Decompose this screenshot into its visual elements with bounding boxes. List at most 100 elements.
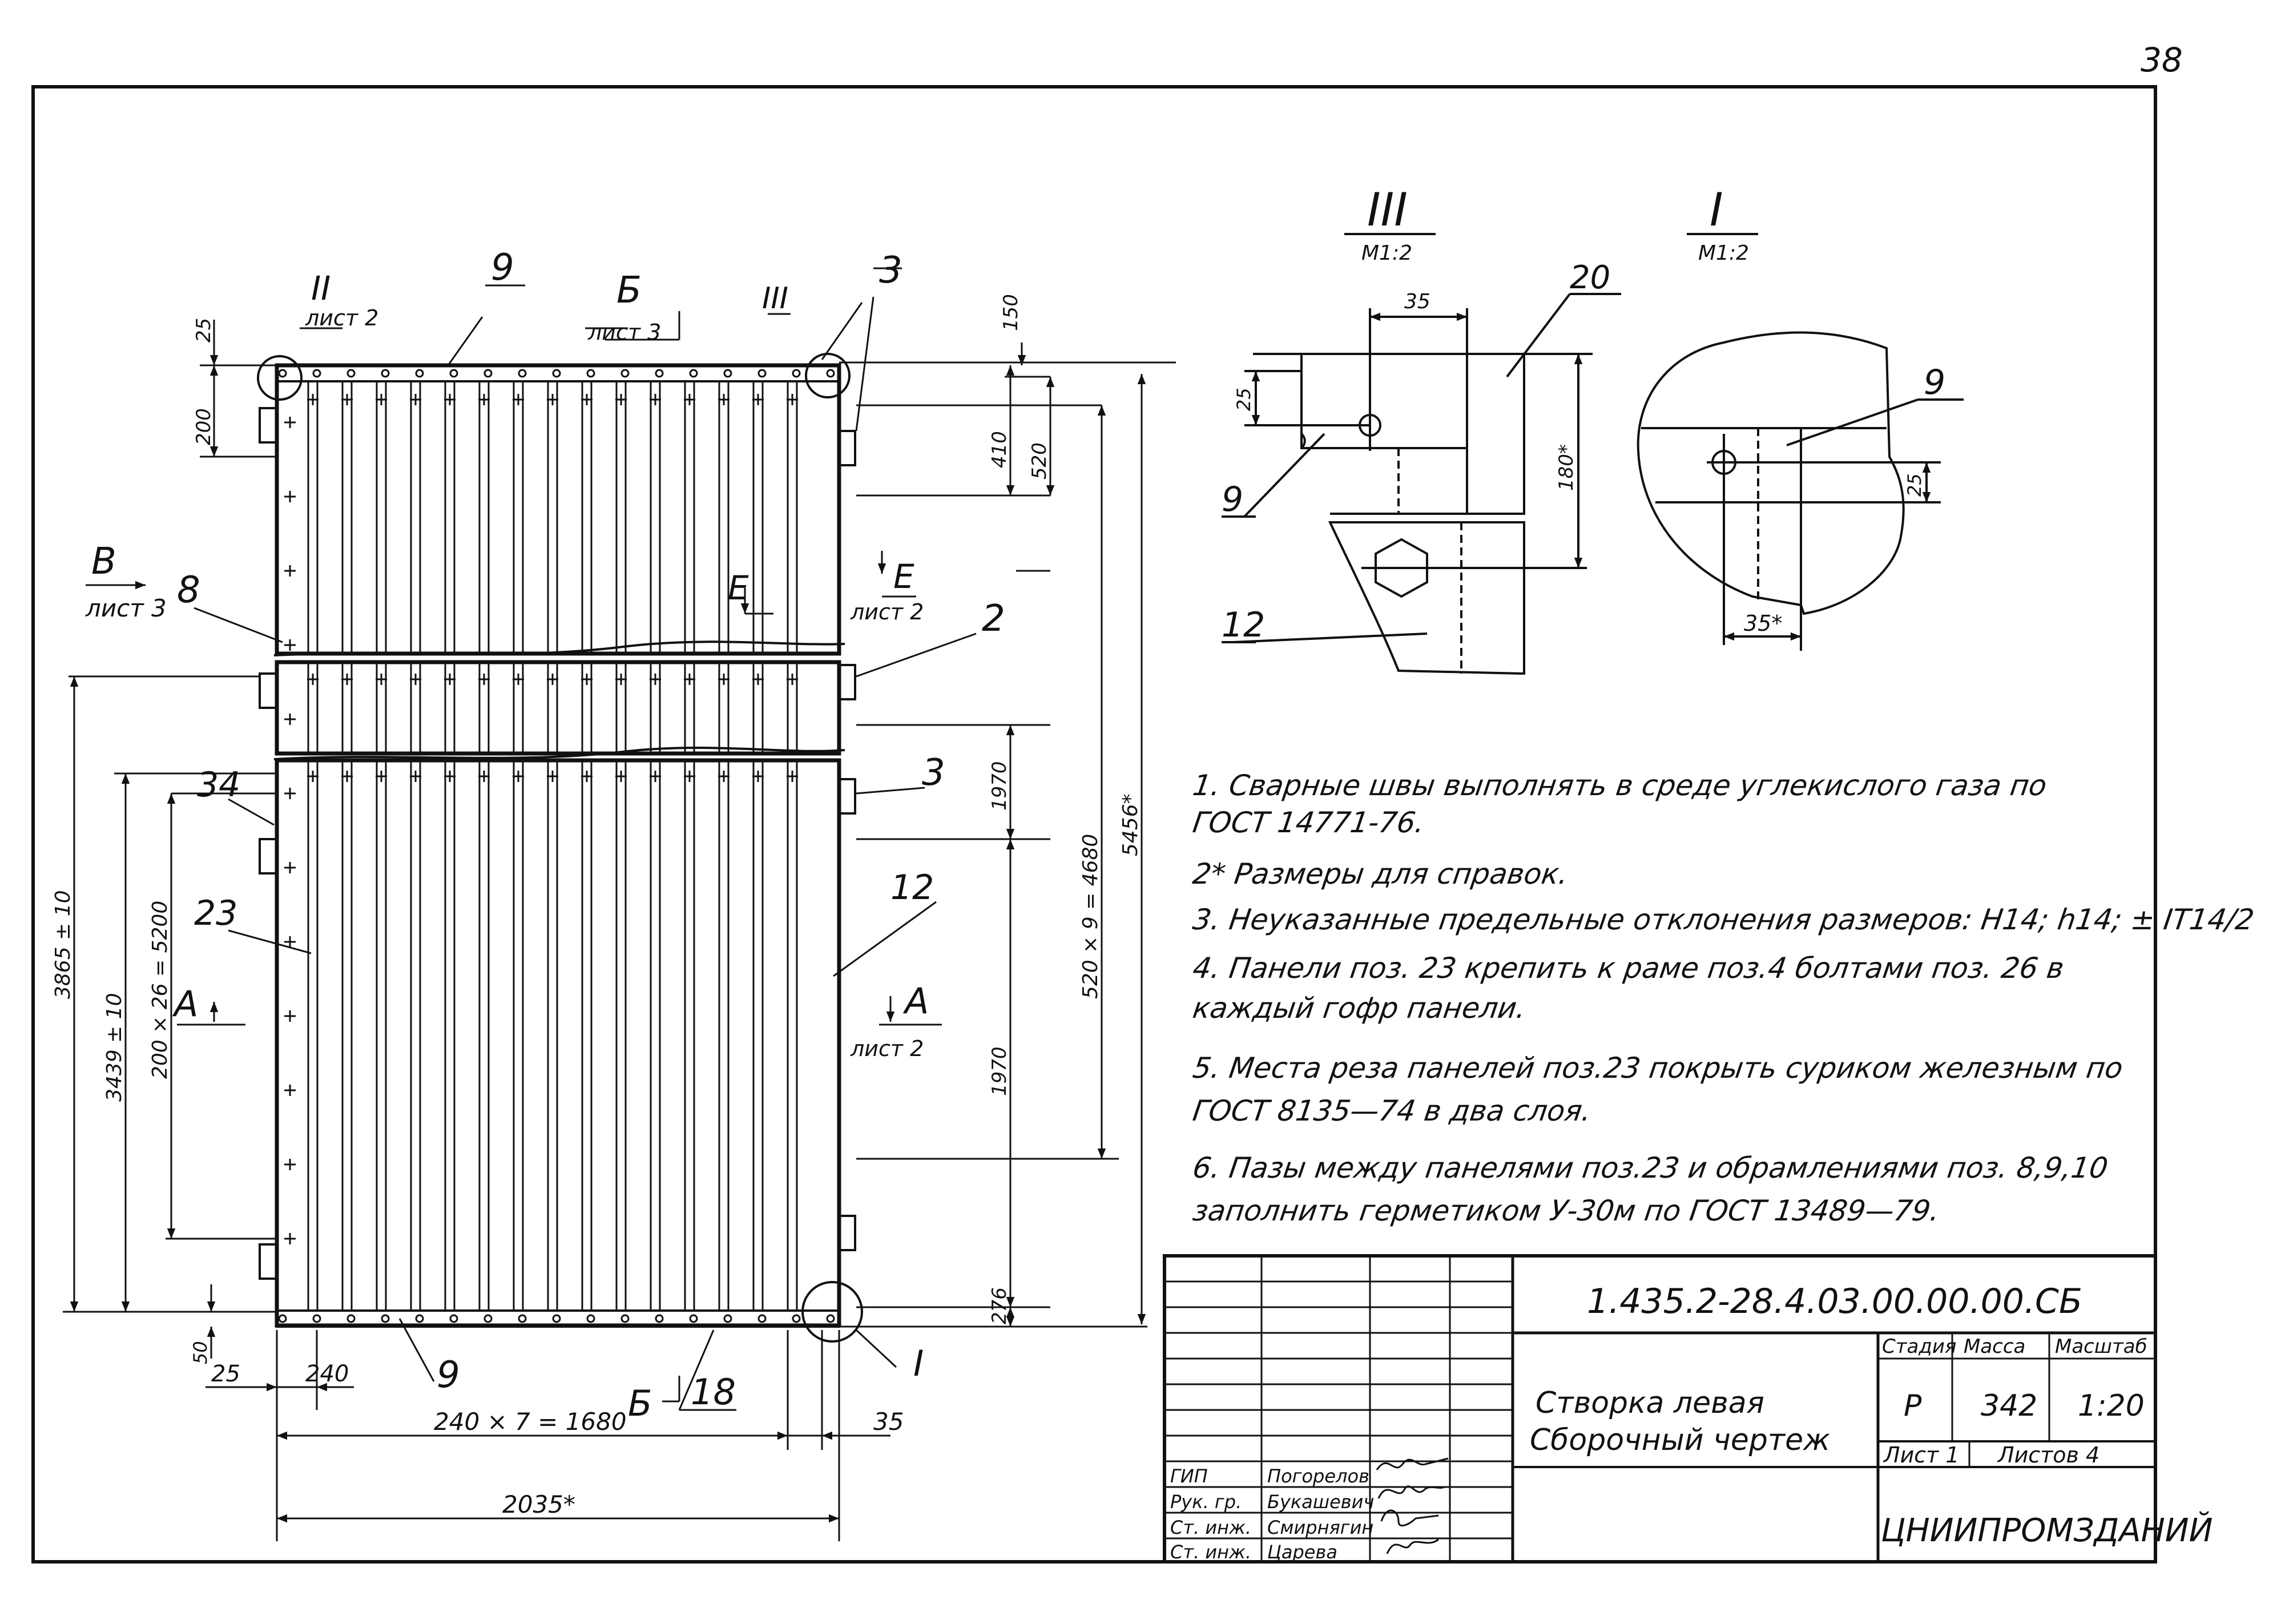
page-number: 38 (2141, 41, 2183, 79)
edge-bolt-mark (284, 639, 296, 651)
detail-III (1222, 233, 1621, 675)
hinge-right-1 (838, 430, 856, 466)
bolt-mark (513, 771, 524, 782)
signature-role-1: ГИП (1170, 1465, 1208, 1487)
bolt-mark (581, 674, 593, 685)
drawing-name-line2: Сборочный чертеж (1530, 1423, 1830, 1457)
frame-rivet (655, 369, 664, 378)
frame-rivet (552, 1314, 561, 1323)
signature-name-1: Погорелов (1267, 1465, 1369, 1487)
bolt-mark (513, 394, 524, 405)
detail-circle-III (805, 353, 851, 398)
detail-I-title: I (1710, 183, 1723, 236)
bolt-mark (684, 674, 695, 685)
bolt-mark (513, 674, 524, 685)
bolt-mark (444, 771, 456, 782)
frame-rivet (483, 369, 493, 378)
detail-I-pos-9: 9 (1924, 362, 1945, 402)
detail-III-pos-20: 20 (1570, 259, 1610, 296)
detail-I-scale: М1:2 (1698, 241, 1749, 265)
bolt-mark (581, 394, 593, 405)
bolt-mark (684, 394, 695, 405)
top-frame-bar (276, 364, 840, 382)
frame-rivet (346, 369, 356, 378)
dim-520x9: 520 × 9 = 4680 (1079, 834, 1102, 999)
bolt-mark (444, 394, 456, 405)
detail-circle-II (257, 355, 303, 401)
frame-rivet (518, 369, 527, 378)
dim-410: 410 (988, 431, 1011, 468)
edge-bolt-mark (284, 714, 296, 725)
callout-section-E-ref: лист 2 (850, 599, 924, 624)
signature-name-3: Смирнягин (1267, 1517, 1373, 1538)
callout-view-I: I (913, 1343, 924, 1384)
bolt-mark (444, 674, 456, 685)
dim-3865: 3865 ± 10 (51, 890, 75, 999)
bolt-mark (787, 674, 798, 685)
frame-rivet (381, 1314, 390, 1323)
title-block (1163, 1254, 2157, 1563)
edge-bolt-mark (284, 491, 296, 502)
bolt-mark (410, 674, 421, 685)
bolt-mark (307, 771, 319, 782)
signature-4 (1386, 1538, 1439, 1554)
bolt-mark (341, 674, 353, 685)
hinge-right-3 (838, 778, 856, 815)
detail-III-nut (1375, 538, 1428, 598)
callout-pos-3-mid: 3 (922, 752, 945, 794)
frame-rivet (552, 369, 561, 378)
bolt-mark (341, 771, 353, 782)
frame-rivet (792, 369, 801, 378)
frame-rivet (689, 1314, 698, 1323)
frame-rivet (449, 1314, 458, 1323)
bolt-mark (650, 674, 661, 685)
dim-200x26: 200 × 26 = 5200 (148, 901, 172, 1079)
panel-corrugations (278, 369, 835, 1323)
signature-role-4: Ст. инж. (1170, 1541, 1251, 1563)
signature-role-3: Ст. инж. (1170, 1517, 1251, 1538)
bolt-mark (478, 394, 490, 405)
header-stage: Стадия (1882, 1335, 1956, 1358)
hinge-left-4 (259, 1243, 278, 1280)
frame-rivet (620, 1314, 630, 1323)
callout-section-E-right: Е (893, 557, 914, 596)
bolt-mark (615, 394, 627, 405)
frame-rivet (586, 369, 595, 378)
callout-view-III: III (762, 281, 788, 316)
callout-view-V-ref: лист 3 (85, 594, 167, 622)
bolt-mark (684, 771, 695, 782)
frame-rivet (415, 1314, 424, 1323)
detail-III-bar-20 (1466, 353, 1525, 515)
detail-III-labels: III М1:2 35 25 180* 20 9 12 (1222, 183, 1610, 645)
signature-3 (1380, 1509, 1439, 1527)
hinge-right-2 (838, 664, 856, 700)
detail-III-bar-12 (1328, 521, 1525, 675)
callout-pos-12: 12 (890, 868, 934, 908)
callout-pos-3-top: 3 (879, 249, 902, 292)
bolt-mark (787, 394, 798, 405)
dim-35: 35 (873, 1408, 904, 1436)
value-mass: 342 (1981, 1389, 2037, 1423)
edge-bolt-mark (284, 1010, 296, 1022)
detail-I-outline (1637, 331, 1905, 615)
callout-section-A-left: А (172, 983, 198, 1025)
note-3: 3. Неуказанные предельные отклонения раз… (1190, 903, 2256, 936)
dim-1970-a: 1970 (988, 761, 1011, 811)
bolt-mark (752, 674, 764, 685)
edge-bolt-mark (284, 1159, 296, 1170)
bolt-mark (752, 394, 764, 405)
frame-rivet (381, 369, 390, 378)
frame-rivet (278, 369, 287, 378)
signature-role-2: Рук. гр. (1170, 1491, 1242, 1513)
note-1-line2: ГОСТ 14771-76. (1190, 806, 1427, 839)
edge-bolt-mark (284, 862, 296, 873)
break-line-upper (273, 640, 845, 656)
bolt-mark (752, 771, 764, 782)
callout-section-B-top-ref: лист 3 (587, 320, 661, 345)
callout-view-II-ref: лист 2 (305, 305, 378, 331)
organization-name: ЦНИИПРОМЗДАНИЙ (1881, 1512, 2213, 1549)
bolt-mark (718, 771, 730, 782)
frame-rivet (757, 1314, 767, 1323)
value-sheets: Листов 4 (1997, 1442, 2099, 1468)
